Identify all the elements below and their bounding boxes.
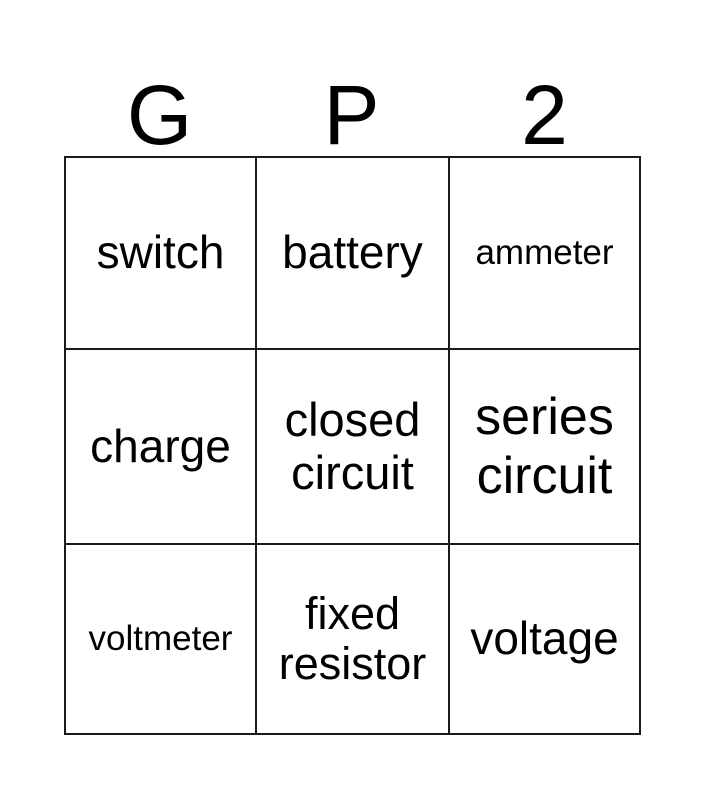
bingo-cell-r3c2[interactable]: fixed resistor [257,545,450,735]
bingo-header: G P 2 [64,48,641,162]
bingo-cell-label: series circuit [475,388,614,505]
bingo-cell-r1c2[interactable]: battery [257,158,450,350]
bingo-grid: switch battery ammeter charge closed cir… [64,156,641,735]
header-letter-2: P [323,67,380,162]
bingo-cell-r2c2[interactable]: closed circuit [257,350,450,545]
bingo-cell-r1c3[interactable]: ammeter [450,158,641,350]
bingo-cell-label: switch [96,226,225,279]
bingo-cell-label: fixed resistor [278,587,427,689]
bingo-cell-label: charge [90,419,231,472]
bingo-cell-label: voltmeter [88,619,233,659]
bingo-cell-r3c1[interactable]: voltmeter [66,545,257,735]
bingo-cell-label: voltage [470,612,619,665]
bingo-cell-r2c1[interactable]: charge [66,350,257,545]
header-letter-1: G [126,67,193,162]
bingo-cell-r1c1[interactable]: switch [66,158,257,350]
bingo-cell-label: battery [282,226,423,279]
header-letter-3: 2 [521,67,568,162]
bingo-cell-r3c3[interactable]: voltage [450,545,641,735]
bingo-cell-label: closed circuit [284,392,421,499]
bingo-cell-label: ammeter [475,233,614,273]
bingo-cell-r2c3[interactable]: series circuit [450,350,641,545]
